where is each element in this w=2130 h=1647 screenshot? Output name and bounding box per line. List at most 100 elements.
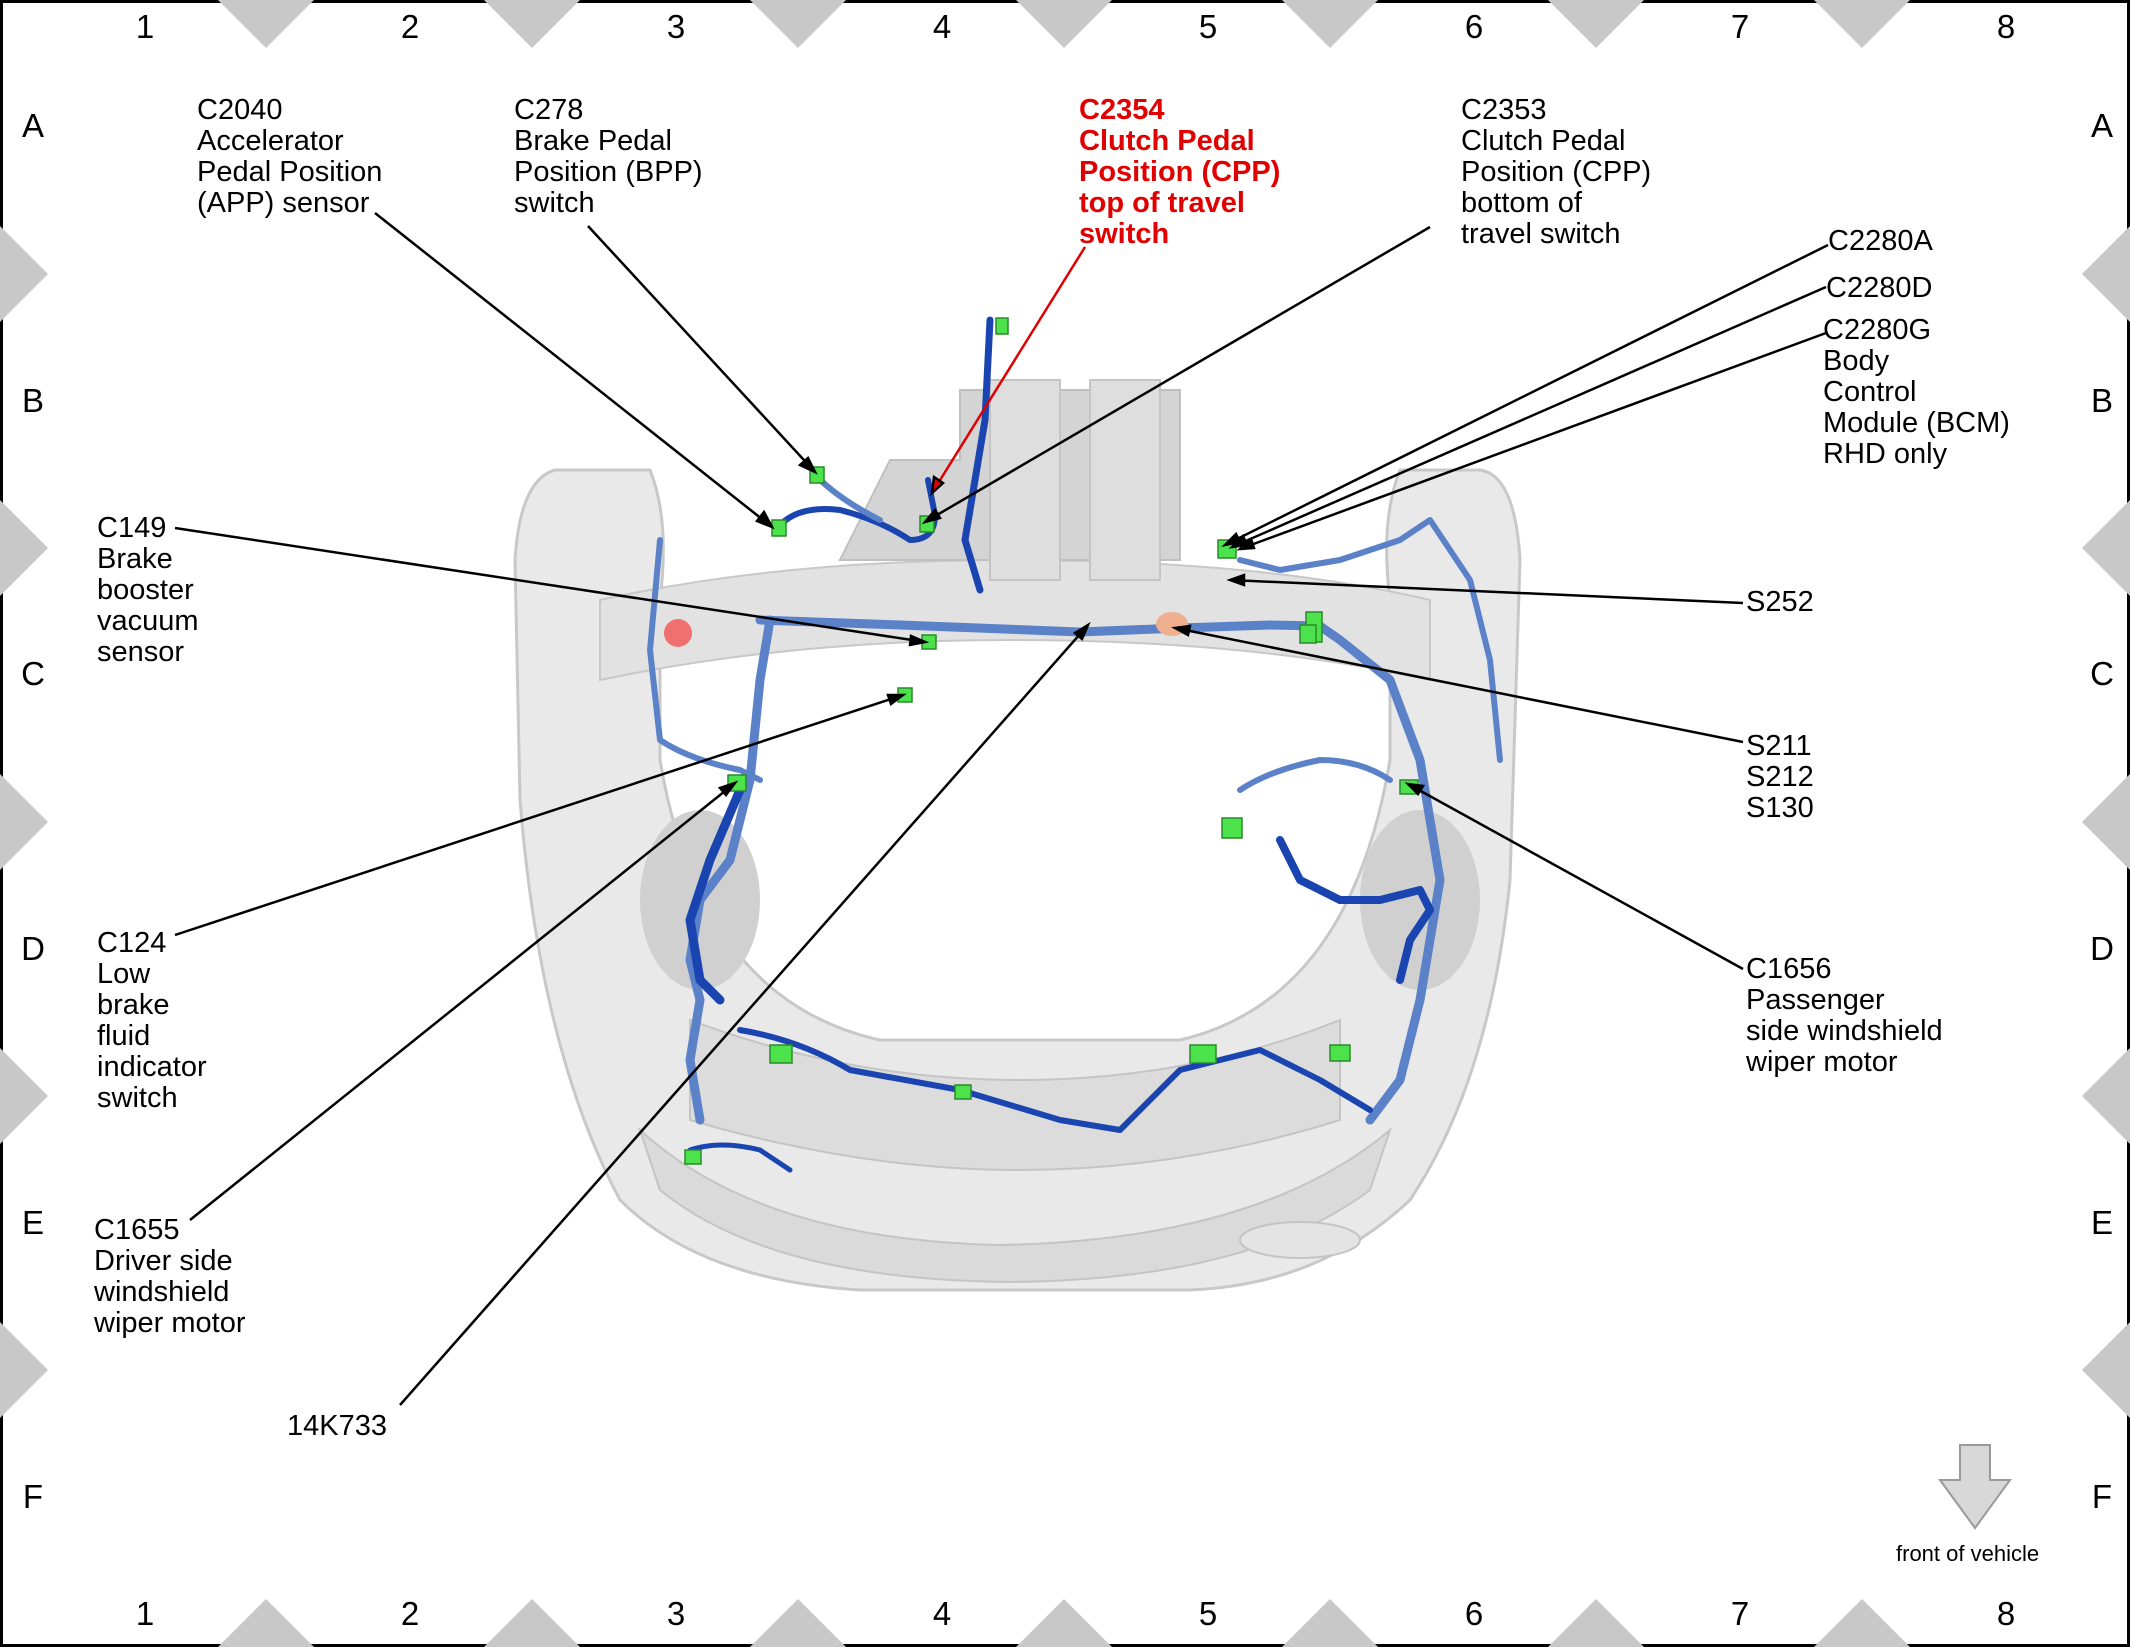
callout-c2280g: C2280G Body Control Module (BCM) RHD onl…	[1823, 315, 2010, 470]
grid-row-right-c: C	[2090, 655, 2114, 692]
border-marker-right-1	[2082, 500, 2130, 596]
callout-c1655: C1655 Driver side windshield wiper motor	[94, 1215, 246, 1339]
border-marker-right-3	[2082, 1048, 2130, 1144]
grid-row-right-f: F	[2091, 1478, 2113, 1515]
front-of-vehicle-label: front of vehicle	[1896, 1541, 2040, 1566]
grid-row-left-c: C	[21, 655, 45, 692]
leader-c149	[174, 526, 926, 644]
callout-s211: S211 S212 S130	[1746, 731, 1814, 824]
leader-c2280a	[1224, 243, 1829, 547]
connector-front-left	[769, 1044, 793, 1064]
leader-c2280g	[1239, 331, 1827, 551]
leader-c278	[587, 225, 816, 473]
border-marker-left-4	[0, 1322, 48, 1418]
callout-c2354-line-3: Position (CPP)	[1079, 156, 1281, 188]
grid-col-top-8: 8	[1996, 8, 2016, 45]
grid-col-bottom-3: 3	[666, 1595, 686, 1632]
grid-col-bottom-1: 1	[135, 1595, 155, 1632]
callout-14k733: 14K733	[287, 1411, 387, 1442]
leader-c1656-arrow	[1404, 782, 1426, 796]
connector-top	[995, 317, 1009, 335]
grid-col-top-4: 4	[932, 8, 952, 45]
pedal-box	[1089, 379, 1161, 581]
connector-front-right	[1329, 1044, 1351, 1062]
callout-c2353: C2353 Clutch Pedal Position (CPP) bottom…	[1461, 95, 1651, 250]
callout-c2353-line-2: Clutch Pedal	[1461, 125, 1626, 157]
splice-red	[664, 619, 692, 647]
wiring-harness	[647, 316, 1503, 1173]
grid-row-left-e: E	[21, 1204, 44, 1241]
callout-c149-line-2: Brake	[97, 543, 173, 575]
border-marker-left-3	[0, 1048, 48, 1144]
callout-c2040: C2040 Accelerator Pedal Position (APP) s…	[197, 95, 382, 219]
connector-right-mid	[1221, 817, 1243, 839]
callout-c2280g-line-3: Control	[1823, 376, 1917, 408]
connector-front-mid	[1189, 1044, 1217, 1064]
grid-col-top-1: 1	[135, 8, 155, 45]
border-marker-top-0	[218, 0, 314, 48]
callout-c2353-line-5: travel switch	[1461, 218, 1621, 250]
harness-left-dark	[685, 785, 745, 1005]
callout-c149: C149 Brake booster vacuum sensor	[97, 513, 199, 668]
grid-col-top-2: 2	[400, 8, 420, 45]
border-marker-bottom-5	[1548, 1599, 1644, 1647]
callout-c2353-line-4: bottom of	[1461, 187, 1582, 219]
connector-lower-left	[684, 1149, 702, 1165]
grid-row-left-b: B	[21, 382, 44, 419]
callout-c2280g-line-1: C2280G	[1823, 314, 1932, 346]
harness-left-loop	[647, 537, 763, 783]
callout-c1656: C1656 Passenger side windshield wiper mo…	[1746, 954, 1943, 1078]
callout-c278-line-1: C278	[514, 94, 584, 126]
leader-c2280d-arrow	[1228, 533, 1249, 549]
leader-lines	[174, 212, 1829, 1406]
leader-s211-arrow	[1171, 624, 1192, 637]
callout-c278-line-4: switch	[514, 187, 595, 219]
callout-c1656-line-3: side windshield	[1746, 1015, 1943, 1047]
harness-front	[737, 1027, 1373, 1133]
leader-c2354-arrow	[930, 474, 946, 497]
border-marker-bottom-3	[1016, 1599, 1112, 1647]
callout-14k733-line-1: 14K733	[287, 1410, 387, 1442]
callout-c278: C278 Brake Pedal Position (BPP) switch	[514, 95, 703, 219]
border-marker-right-4	[2082, 1322, 2130, 1418]
border-marker-bottom-2	[750, 1599, 846, 1647]
leader-s252-arrow	[1226, 573, 1246, 587]
border-marker-top-6	[1814, 0, 1910, 48]
callout-c149-line-5: sensor	[97, 636, 185, 668]
callout-c1655-line-2: Driver side	[94, 1245, 233, 1277]
callout-c2280g-line-4: Module (BCM)	[1823, 407, 2010, 439]
leader-c2040	[374, 212, 773, 528]
callout-c124-line-1: C124	[97, 927, 167, 959]
callout-c149-line-4: vacuum	[97, 605, 199, 637]
callout-c2040-line-3: Pedal Position	[197, 156, 383, 188]
grid-col-bottom-5: 5	[1198, 1595, 1218, 1632]
connector-front-center	[954, 1084, 972, 1100]
callout-c2280a: C2280A	[1828, 226, 1933, 257]
callout-c1656-line-2: Passenger	[1746, 984, 1885, 1016]
leader-14k733	[399, 624, 1089, 1406]
bumper	[637, 1126, 1393, 1284]
callout-c2354-line-4: top of travel	[1079, 187, 1245, 219]
callout-c2040-line-2: Accelerator	[197, 125, 344, 157]
border-marker-left-1	[0, 500, 48, 596]
grid-row-left-d: D	[21, 930, 45, 967]
callout-c278-line-2: Brake Pedal	[514, 125, 672, 157]
passenger-strut	[1360, 810, 1480, 990]
callout-c149-line-1: C149	[97, 512, 167, 544]
leader-c2280g-arrow	[1236, 536, 1256, 551]
callout-c124-line-5: indicator	[97, 1051, 207, 1083]
harness-right-lower	[1276, 836, 1434, 984]
callout-c124: C124 Low brake fluid indicator switch	[97, 928, 207, 1114]
callout-s252-line-1: S252	[1746, 586, 1814, 618]
callout-c124-line-3: brake	[97, 989, 170, 1021]
border-marker-bottom-1	[484, 1599, 580, 1647]
grid-col-top-7: 7	[1730, 8, 1750, 45]
leader-c1655-arrow	[717, 780, 739, 797]
callout-c2280d: C2280D	[1826, 273, 1932, 304]
grid-col-top-3: 3	[666, 8, 686, 45]
leader-c124-arrow	[886, 693, 907, 707]
callout-s211-line-1: S211	[1746, 730, 1812, 762]
callout-c1655-line-4: wiper motor	[94, 1307, 246, 1339]
